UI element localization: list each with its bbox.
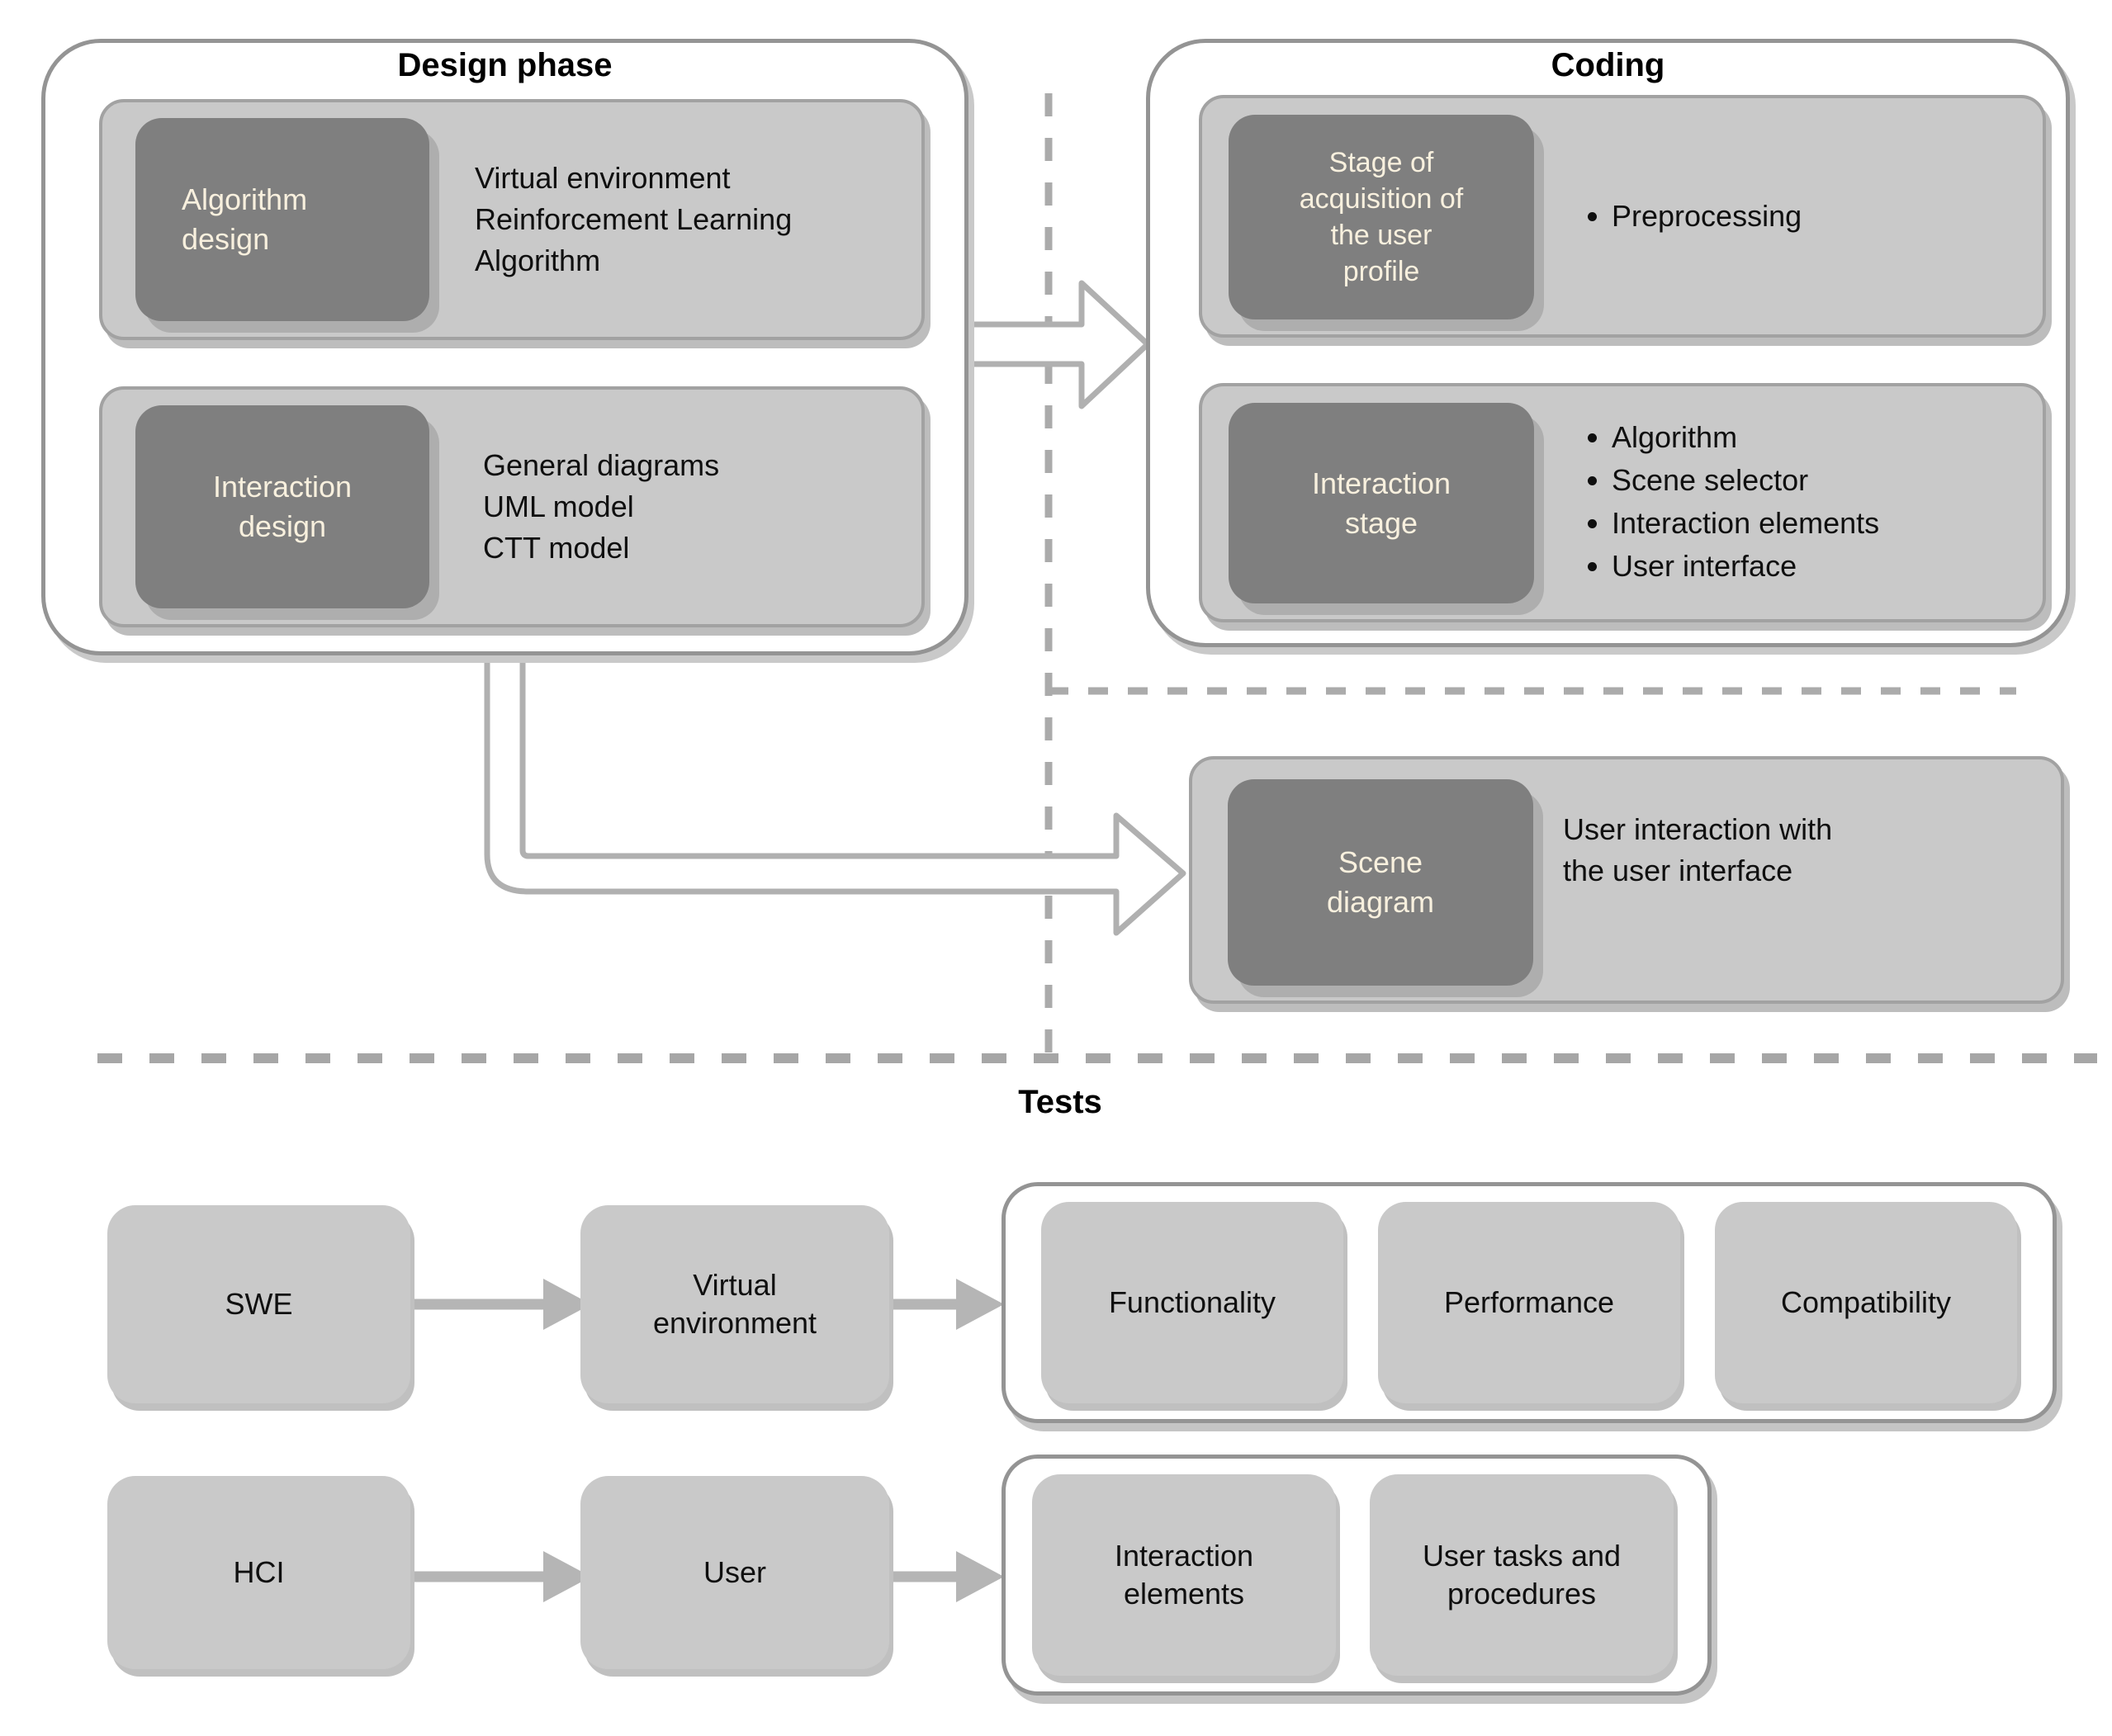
acquisition-stage-box: Stage of acquisition of the user profile	[1229, 115, 1534, 319]
swe-box: SWE	[107, 1205, 410, 1403]
interaction-elements-box: Interaction elements	[1032, 1474, 1336, 1676]
design-phase-title: Design phase	[397, 47, 613, 83]
bullet-item: Scene selector	[1612, 459, 2046, 502]
scene-diagram-details: User interaction with the user interface	[1563, 812, 1833, 887]
hci-box: HCI	[107, 1476, 410, 1669]
coding-title: Coding	[1551, 47, 1665, 83]
bullet-item: Preprocessing	[1612, 195, 2029, 238]
virtualenv-to-tests-arrow	[892, 1279, 1004, 1330]
swe-to-virtualenv-arrow	[413, 1279, 591, 1330]
bullet-item: Interaction elements	[1612, 502, 2046, 545]
algorithm-design-details: Virtual environment Reinforcement Learni…	[475, 161, 793, 277]
user-tasks-box: User tasks and procedures	[1370, 1474, 1674, 1676]
user-box: User	[580, 1476, 889, 1669]
design-to-scene-arrow	[484, 655, 1186, 936]
virtual-environment-box: Virtual environment	[580, 1205, 889, 1403]
performance-box: Performance	[1378, 1202, 1680, 1403]
scene-diagram-box: Scene diagram	[1228, 779, 1533, 986]
bullet-item: User interface	[1612, 545, 2046, 588]
interaction-stage-box: Interaction stage	[1229, 403, 1534, 603]
functionality-box: Functionality	[1041, 1202, 1343, 1403]
algorithm-design-box: Algorithm design	[135, 118, 429, 321]
tests-title: Tests	[1018, 1084, 1102, 1120]
interaction-design-box: Interaction design	[135, 405, 429, 608]
user-to-tests-arrow	[892, 1551, 1004, 1602]
design-to-coding-arrow	[971, 280, 1151, 409]
hci-to-user-arrow	[413, 1551, 591, 1602]
interaction-design-details: General diagrams UML model CTT model	[483, 448, 720, 565]
interaction-stage-bullets: AlgorithmScene selectorInteraction eleme…	[1584, 416, 2046, 588]
bullet-item: Algorithm	[1612, 416, 2046, 459]
compatibility-box: Compatibility	[1715, 1202, 2017, 1403]
acquisition-stage-bullets: Preprocessing	[1584, 195, 2029, 238]
